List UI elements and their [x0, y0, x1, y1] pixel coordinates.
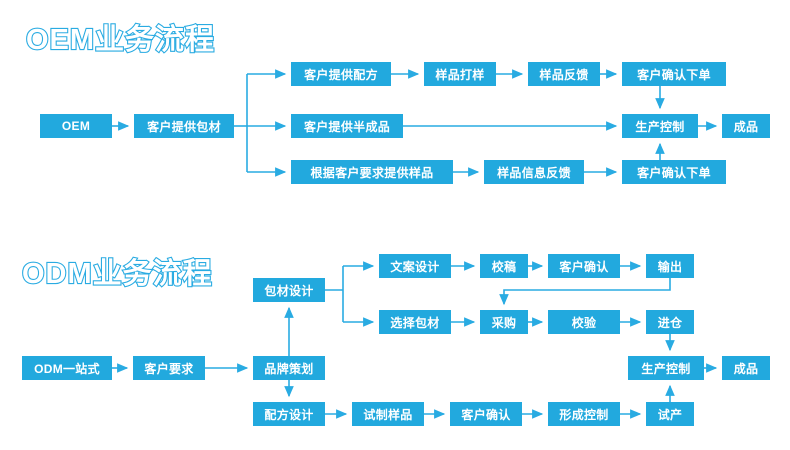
section-title-oem: OEM业务流程	[25, 23, 216, 57]
section-title-odm: ODM业务流程	[21, 257, 213, 291]
node-odm-copy-design[interactable]: 文案设计	[379, 254, 451, 278]
node-odm-verify[interactable]: 校验	[548, 310, 620, 334]
node-oem-finished[interactable]: 成品	[722, 114, 770, 138]
node-odm-cust-conf-2[interactable]: 客户确认	[450, 402, 522, 426]
node-odm-purchase[interactable]: 采购	[480, 310, 528, 334]
node-odm-pack-design[interactable]: 包材设计	[253, 278, 325, 302]
node-odm-formula[interactable]: 配方设计	[253, 402, 325, 426]
node-oem-confirm-2[interactable]: 客户确认下单	[622, 160, 726, 184]
node-oem-packaging[interactable]: 客户提供包材	[134, 114, 234, 138]
node-odm-start[interactable]: ODM一站式	[22, 356, 112, 380]
node-odm-pick-pack[interactable]: 选择包材	[379, 310, 451, 334]
node-oem-confirm-1[interactable]: 客户确认下单	[622, 62, 726, 86]
node-odm-trial-prod[interactable]: 试产	[646, 402, 694, 426]
node-oem-semi[interactable]: 客户提供半成品	[291, 114, 403, 138]
node-odm-form-ctrl[interactable]: 形成控制	[548, 402, 620, 426]
node-oem-start[interactable]: OEM	[40, 114, 112, 138]
node-odm-output[interactable]: 输出	[646, 254, 694, 278]
node-odm-cust-req[interactable]: 客户要求	[133, 356, 205, 380]
node-odm-prod-ctrl[interactable]: 生产控制	[628, 356, 704, 380]
node-oem-prod-ctrl[interactable]: 生产控制	[622, 114, 698, 138]
node-odm-brand-plan[interactable]: 品牌策划	[253, 356, 325, 380]
node-oem-by-request[interactable]: 根据客户要求提供样品	[291, 160, 453, 184]
node-odm-trial-sample[interactable]: 试制样品	[352, 402, 424, 426]
node-odm-finished[interactable]: 成品	[722, 356, 770, 380]
node-odm-proof[interactable]: 校稿	[480, 254, 528, 278]
node-odm-cust-conf-1[interactable]: 客户确认	[548, 254, 620, 278]
node-oem-sample-make[interactable]: 样品打样	[424, 62, 496, 86]
node-oem-formula[interactable]: 客户提供配方	[291, 62, 391, 86]
node-odm-warehouse[interactable]: 进仓	[646, 310, 694, 334]
node-oem-sample-info[interactable]: 样品信息反馈	[484, 160, 584, 184]
node-oem-sample-fb[interactable]: 样品反馈	[528, 62, 600, 86]
connector-odm-output-to-odm-purchase	[499, 278, 671, 306]
